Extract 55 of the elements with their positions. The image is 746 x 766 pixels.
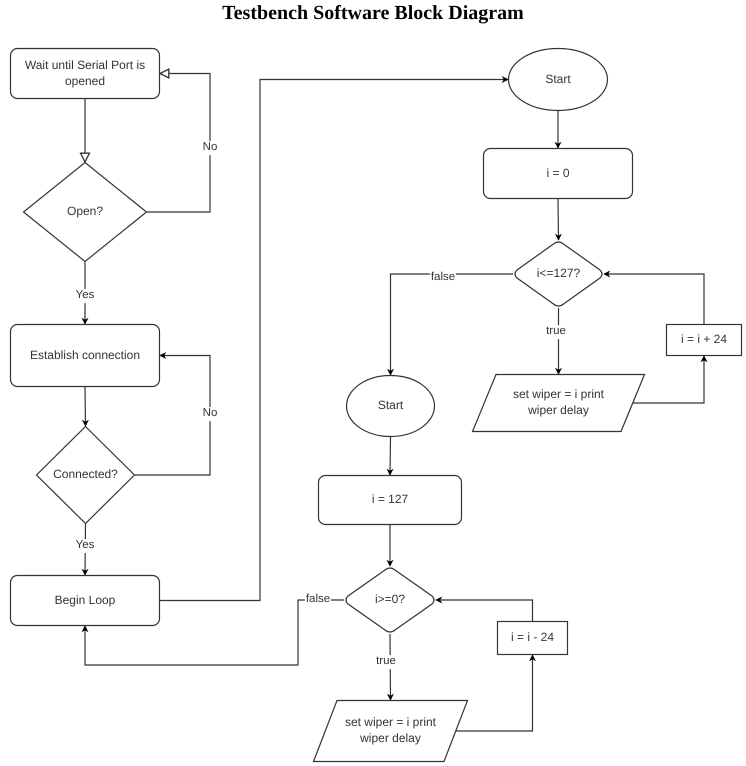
arrow [387, 273, 513, 376]
arrow [147, 68, 211, 213]
decision-diamond [36, 426, 135, 524]
arrow [160, 76, 509, 602]
decision-diamond [344, 566, 436, 634]
arrow [435, 596, 534, 621]
node-text: i = 0 [545, 166, 570, 182]
arrow [80, 99, 90, 163]
arrow [82, 524, 89, 576]
node-text: Start [544, 72, 572, 88]
node-text: i = i - 24 [510, 630, 556, 646]
node-text: i>=0? [374, 592, 406, 608]
node-text: Start [376, 398, 404, 414]
arrow [135, 352, 211, 476]
process-box [10, 324, 160, 387]
edge-label: true [375, 655, 397, 669]
process-box [483, 148, 633, 199]
node-text: Wait until Serial Port is opened [24, 58, 146, 90]
edge-label: true [545, 325, 567, 339]
edge-label: Yes [74, 539, 96, 553]
process-box [10, 575, 160, 626]
node-text: i<=127? [536, 266, 582, 282]
start-ellipse [508, 48, 608, 111]
process-box [497, 621, 568, 655]
node-text: Open? [66, 204, 104, 220]
arrow [633, 355, 708, 404]
edge-label: No [202, 141, 218, 155]
arrow [386, 634, 394, 701]
node-text: i = i + 24 [680, 332, 728, 348]
arrow [386, 525, 394, 567]
arrow [603, 270, 705, 324]
node-text: Establish connection [28, 348, 142, 364]
arrow [554, 199, 562, 241]
decision-diamond [23, 162, 147, 262]
node-text: Begin Loop [54, 592, 116, 608]
process-box [10, 48, 160, 99]
node-text: i = 127 [370, 492, 410, 508]
arrow [82, 387, 89, 427]
start-ellipse [346, 375, 435, 437]
diagram-title: Testbench Software Block Diagram [222, 2, 524, 25]
node-text: set wiper = i print wiper delay [344, 715, 436, 747]
arrow [82, 599, 344, 666]
node-text: set wiper = i print wiper delay [512, 387, 604, 419]
process-box [318, 475, 462, 525]
edge-label: Yes [74, 289, 96, 303]
arrow [554, 111, 562, 149]
process-box [666, 324, 742, 356]
decision-diamond [513, 240, 604, 308]
io-parallelogram [472, 374, 645, 432]
arrow [456, 654, 536, 732]
edge-label: No [202, 407, 218, 421]
node-text: Connected? [52, 467, 119, 483]
arrow [386, 437, 394, 476]
arrow [82, 262, 88, 325]
io-parallelogram [313, 700, 468, 762]
